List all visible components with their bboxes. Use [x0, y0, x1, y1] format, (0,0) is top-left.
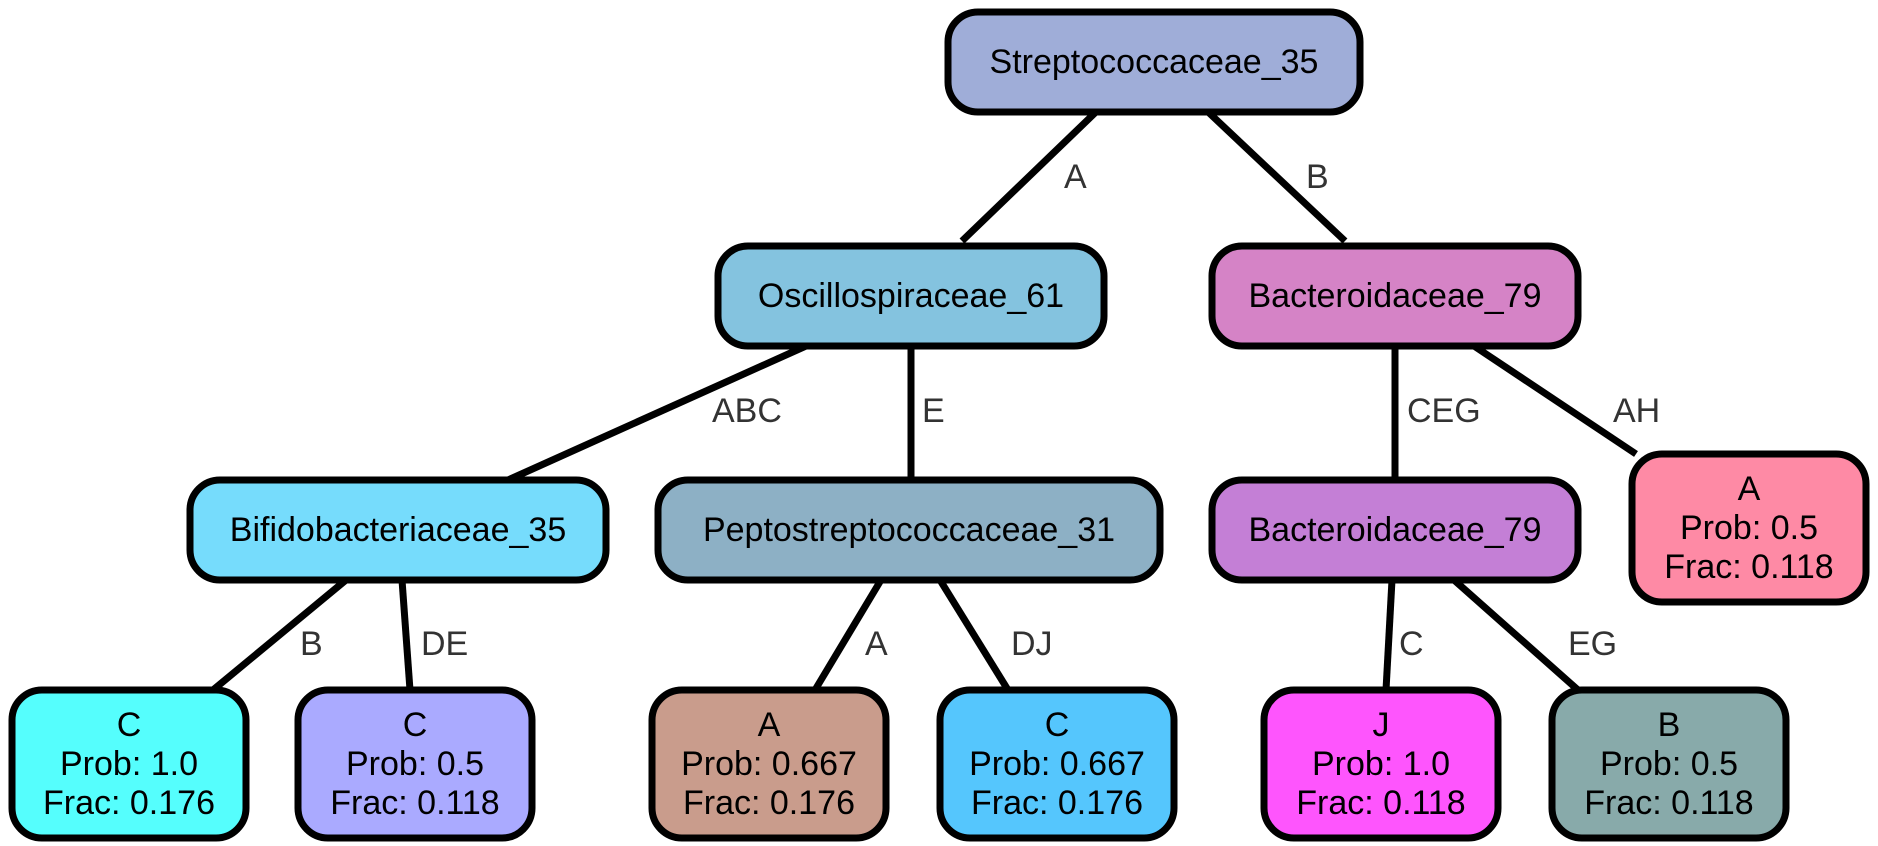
edge-line	[210, 577, 349, 693]
edge-pep-leafA: A	[811, 578, 888, 692]
node-prob: Prob: 1.0	[60, 745, 198, 783]
node-prob: Prob: 0.5	[1680, 509, 1818, 547]
edge-label: AH	[1613, 392, 1660, 430]
node-box	[1208, 476, 1582, 584]
node-title: J	[1373, 706, 1390, 744]
edge-bif-leafC1: B	[210, 577, 349, 693]
node-title: Bacteroidaceae_79	[1248, 277, 1541, 315]
node-frac: Frac: 0.176	[971, 784, 1143, 822]
edge-bac-leafAH: AH	[1472, 343, 1660, 457]
node-title: Bacteroidaceae_79	[1248, 511, 1541, 549]
edge-label: DJ	[1011, 625, 1053, 663]
split-node-pep: Peptostreptococcaceae_31	[654, 476, 1164, 584]
node-title: Bifidobacteriaceae_35	[230, 511, 566, 549]
node-title: Oscillospiraceae_61	[758, 277, 1064, 315]
node-frac: Frac: 0.118	[330, 784, 499, 822]
edge-root-bac: B	[1203, 107, 1348, 244]
edge-line	[959, 107, 1101, 244]
node-title: A	[1738, 470, 1761, 508]
edge-label: DE	[421, 625, 468, 663]
node-box	[944, 8, 1364, 116]
edge-root-osc: A	[959, 107, 1101, 244]
node-frac: Frac: 0.176	[683, 784, 855, 822]
node-prob: Prob: 0.667	[681, 745, 857, 783]
node-box	[1628, 450, 1870, 606]
edge-bac-bac2: CEG	[1391, 346, 1481, 480]
edge-line	[1382, 579, 1396, 691]
node-frac: Frac: 0.176	[43, 784, 215, 822]
edge-line	[1451, 577, 1581, 693]
edge-label: EG	[1568, 625, 1617, 663]
node-box	[936, 686, 1178, 842]
node-box	[1260, 686, 1502, 842]
edge-label: A	[1064, 158, 1087, 196]
edge-line	[506, 342, 808, 484]
node-box	[1548, 686, 1790, 842]
split-node-bac: Bacteroidaceae_79	[1208, 242, 1582, 350]
edge-bac2-leafB: EG	[1451, 577, 1617, 693]
node-box	[654, 476, 1164, 584]
edge-line	[811, 578, 885, 692]
edge-osc-pep: E	[907, 346, 945, 480]
split-node-bac2: Bacteroidaceae_79	[1208, 476, 1582, 584]
edge-label: A	[865, 625, 888, 663]
edge-pep-leafC3: DJ	[937, 578, 1053, 692]
node-prob: Prob: 0.667	[969, 745, 1145, 783]
node-prob: Prob: 0.5	[1600, 745, 1738, 783]
edge-label: CEG	[1407, 392, 1481, 430]
node-title: Streptococcaceae_35	[990, 43, 1319, 81]
edge-bif-leafC2: DE	[398, 579, 468, 691]
node-box	[714, 242, 1108, 350]
node-prob: Prob: 0.5	[346, 745, 484, 783]
node-title: C	[117, 706, 142, 744]
node-title: C	[1045, 706, 1070, 744]
edge-label: E	[922, 392, 945, 430]
node-frac: Frac: 0.118	[1296, 784, 1465, 822]
split-node-root: Streptococcaceae_35	[944, 8, 1364, 116]
split-node-osc: Oscillospiraceae_61	[714, 242, 1108, 350]
node-box	[8, 686, 250, 842]
edge-line	[398, 579, 414, 691]
edge-label: B	[1306, 158, 1329, 196]
edge-label: B	[300, 625, 323, 663]
node-box	[294, 686, 536, 842]
edge-osc-bif: ABC	[506, 342, 808, 484]
edge-bac2-leafJ: C	[1382, 579, 1424, 691]
edge-line	[1472, 343, 1638, 457]
edge-line	[937, 578, 1011, 692]
node-title: C	[403, 706, 428, 744]
split-node-bif: Bifidobacteriaceae_35	[186, 476, 610, 584]
node-title: A	[758, 706, 781, 744]
node-box	[1208, 242, 1582, 350]
node-prob: Prob: 1.0	[1312, 745, 1450, 783]
node-box	[648, 686, 890, 842]
edge-line	[1203, 107, 1348, 244]
node-frac: Frac: 0.118	[1584, 784, 1753, 822]
node-frac: Frac: 0.118	[1664, 548, 1833, 586]
node-title: Peptostreptococcaceae_31	[703, 511, 1115, 549]
edge-label: ABC	[712, 392, 782, 430]
node-title: B	[1658, 706, 1681, 744]
edge-label: C	[1399, 625, 1424, 663]
node-box	[186, 476, 610, 584]
